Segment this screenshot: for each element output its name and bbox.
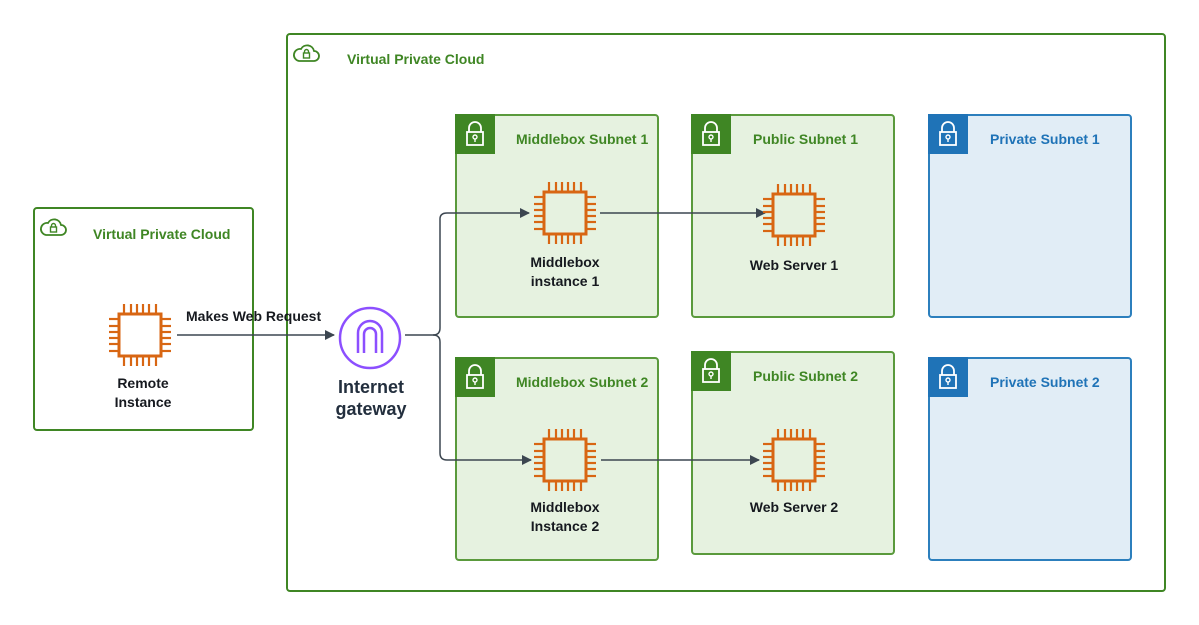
private-subnet-2: Private Subnet 2 xyxy=(928,357,1132,561)
ec2-instance-icon xyxy=(763,184,825,246)
public-subnet-1-title: Public Subnet 1 xyxy=(753,131,859,147)
middlebox-subnet-2: Middlebox Subnet 2 xyxy=(455,357,659,561)
ec2-instance-icon xyxy=(109,304,171,366)
remote-instance-label-line1: Remote xyxy=(117,375,169,391)
padlock-icon xyxy=(691,351,731,391)
middlebox-instance-2-label: Middlebox Instance 2 xyxy=(505,498,625,536)
remote-vpc: Virtual Private Cloud xyxy=(33,207,254,431)
middlebox-instance-2-label-line2: Instance 2 xyxy=(530,518,600,534)
middlebox-instance-2-label-line1: Middlebox xyxy=(530,499,600,515)
middlebox-instance-1-label-line2: instance 1 xyxy=(530,273,600,289)
middlebox-subnet-1: Middlebox Subnet 1 xyxy=(455,114,659,318)
padlock-icon xyxy=(455,357,495,397)
private-subnet-1-title: Private Subnet 1 xyxy=(990,131,1100,147)
internet-gateway-icon xyxy=(338,306,402,370)
padlock-icon xyxy=(928,114,968,154)
middlebox-instance-1-label: Middlebox instance 1 xyxy=(505,253,625,291)
public-subnet-2: Public Subnet 2 xyxy=(691,351,895,555)
ec2-instance-icon xyxy=(534,429,596,491)
middlebox-subnet-1-title: Middlebox Subnet 1 xyxy=(516,131,649,147)
public-subnet-2-title: Public Subnet 2 xyxy=(753,368,859,384)
private-subnet-1: Private Subnet 1 xyxy=(928,114,1132,318)
internet-gateway-label-line1: Internet xyxy=(337,377,404,397)
vpc-cloud-lock-icon xyxy=(286,33,326,73)
private-subnet-2-title: Private Subnet 2 xyxy=(990,374,1100,390)
edge-label-request: Makes Web Request xyxy=(186,308,322,324)
internet-gateway-label: Internet gateway xyxy=(320,376,422,420)
remote-instance-label-line2: Instance xyxy=(114,394,172,410)
web-server-1-label: Web Server 1 xyxy=(749,257,839,273)
web-server-2-label: Web Server 2 xyxy=(749,499,839,515)
remote-instance-label: Remote Instance xyxy=(93,374,193,412)
gw-to-middlebox-2-edge xyxy=(432,334,532,465)
internet-gateway-label-line2: gateway xyxy=(335,399,407,419)
ec2-instance-icon xyxy=(534,182,596,244)
padlock-icon xyxy=(455,114,495,154)
middlebox-subnet-2-title: Middlebox Subnet 2 xyxy=(516,374,649,390)
public-subnet-1: Public Subnet 1 xyxy=(691,114,895,318)
padlock-icon xyxy=(691,114,731,154)
vpc-cloud-lock-icon xyxy=(33,207,73,247)
ec2-instance-icon xyxy=(763,429,825,491)
remote-vpc-title: Virtual Private Cloud xyxy=(93,226,231,242)
middlebox-instance-1-label-line1: Middlebox xyxy=(530,254,600,270)
main-vpc-title: Virtual Private Cloud xyxy=(347,51,485,67)
padlock-icon xyxy=(928,357,968,397)
